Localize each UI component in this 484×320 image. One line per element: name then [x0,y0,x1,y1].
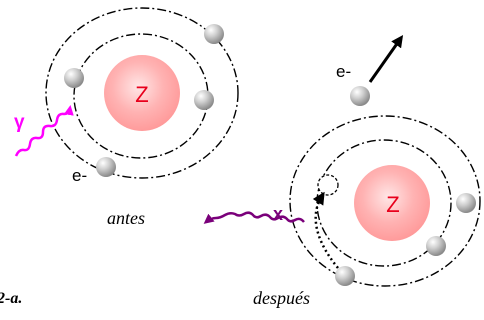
electron-outer-right-after [456,193,476,213]
figure-label: 2-a. [0,290,23,307]
nucleus-before [104,55,180,131]
ejected-electron-label: e- [336,62,351,81]
ejected-electron [350,86,370,106]
transition-arrow [312,191,339,269]
outer-orbit-before [45,7,239,179]
caption-before: antes [107,208,145,228]
atom-before: Z e- γ [14,7,239,185]
photon-label: γ [14,112,25,133]
caption-after: después [253,288,310,308]
xray-wave [203,211,305,224]
photon-wave [14,105,74,157]
electron-inner-left-before [64,68,84,88]
inner-orbit-after [316,139,452,267]
electron-outer-bottom-before [96,157,116,177]
electron-inner-right-after [426,236,446,256]
xray-label: x [273,204,283,224]
outer-orbit-after [289,115,481,287]
vacancy-hole [317,174,339,196]
electron-outer-top-before [204,24,224,44]
nucleus-label-after: Z [386,192,399,217]
electron-inner-right-before [194,90,214,110]
electron-label-before: e- [72,166,87,185]
nucleus-after [354,165,430,241]
atom-after: Z x e- [203,35,481,287]
electron-outer-bottom-after [335,266,355,286]
ejected-electron-arrow [368,35,404,83]
nucleus-label-before: Z [135,82,148,107]
